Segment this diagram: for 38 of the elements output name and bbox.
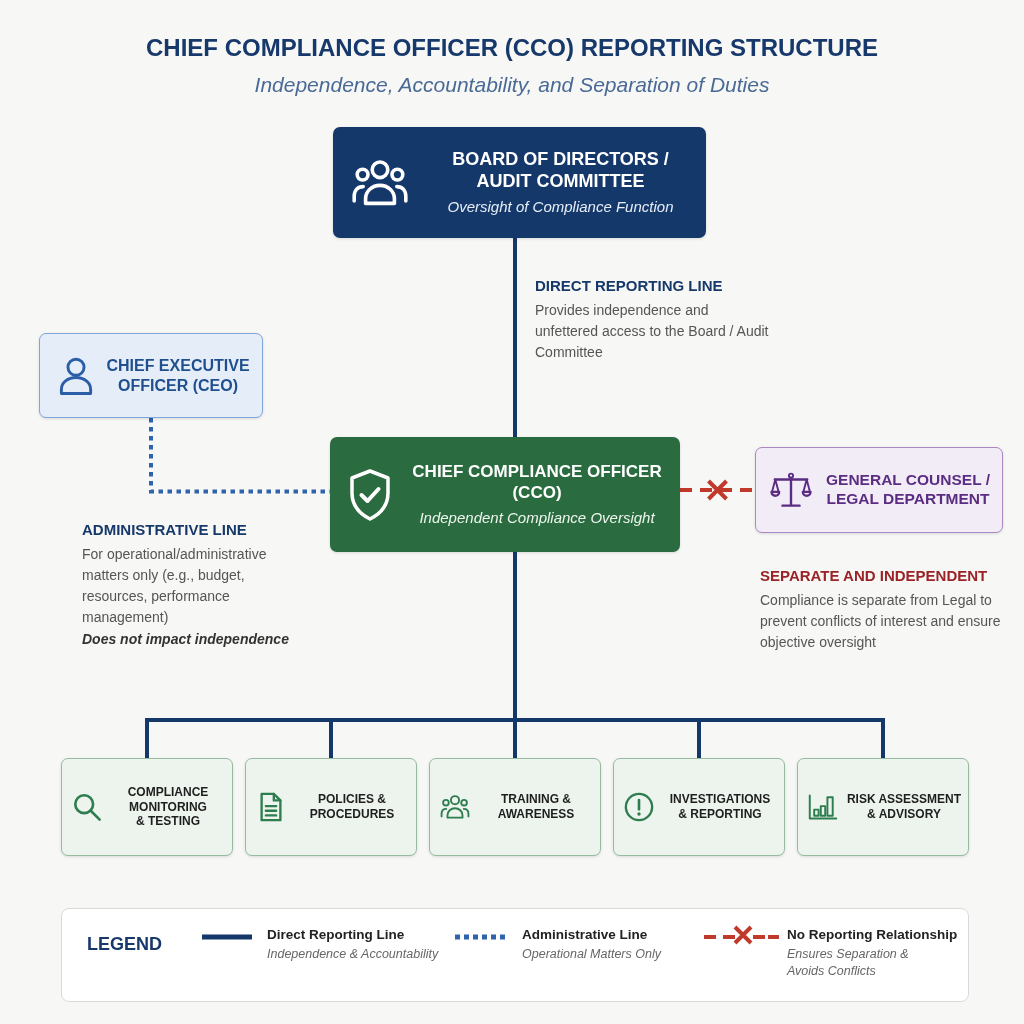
function-box bbox=[245, 758, 417, 856]
title: CHIEF COMPLIANCE OFFICER (CCO) REPORTING STRUCTURE bbox=[145, 34, 879, 62]
function-box bbox=[797, 758, 969, 856]
section-heading: ADMINISTRATIVE LINE bbox=[82, 520, 248, 539]
legend-label: No Reporting Relationship bbox=[787, 927, 958, 942]
org-unit-box bbox=[333, 127, 706, 238]
node-title: RISK ASSESSMENT & ADVISORY bbox=[845, 792, 963, 822]
dashed-connector bbox=[680, 488, 755, 492]
node-title: TRAINING & AWARENESS bbox=[496, 792, 576, 822]
subtitle: Independence, Accountability, and Separation of Duties bbox=[253, 72, 771, 98]
note-text: Does not impact independence bbox=[82, 630, 290, 648]
legend-description: Operational Matters Only bbox=[522, 946, 663, 962]
node-title: CHIEF COMPLIANCE OFFICER (CCO) bbox=[411, 462, 663, 504]
function-box bbox=[613, 758, 785, 856]
function-box bbox=[429, 758, 601, 856]
node-subtitle: Oversight of Compliance Function bbox=[447, 197, 674, 217]
legend-heading: LEGEND bbox=[87, 933, 163, 956]
org-unit-box bbox=[330, 437, 680, 552]
legend-description: Ensures Separation & Avoids Conflicts bbox=[787, 946, 910, 980]
node-title: INVESTIGATIONS & REPORTING bbox=[668, 792, 772, 822]
section-heading: SEPARATE AND INDEPENDENT bbox=[760, 566, 989, 585]
node-title: POLICIES & PROCEDURES bbox=[308, 792, 396, 822]
org-unit-box bbox=[39, 333, 263, 418]
node-title: BOARD OF DIRECTORS / AUDIT COMMITTEE bbox=[451, 148, 670, 193]
function-box bbox=[61, 758, 233, 856]
description-text: Compliance is separate from Legal to prevent conflicts of interest and ensure objective oversight bbox=[760, 591, 1002, 652]
legend-label: Administrative Line bbox=[522, 927, 648, 942]
description-text: Provides independence and unfettered access to the Board / Audit Committee bbox=[535, 301, 770, 362]
node-title: GENERAL COUNSEL / LEGAL DEPARTMENT bbox=[825, 471, 991, 509]
connector-line bbox=[513, 238, 517, 437]
legend-label: Direct Reporting Line bbox=[267, 927, 405, 942]
section-heading: DIRECT REPORTING LINE bbox=[535, 276, 724, 295]
description-text: For operational/administrative matters only (e.g., budget, resources, performance management) bbox=[82, 545, 268, 627]
node-subtitle: Independent Compliance Oversight bbox=[419, 508, 655, 527]
node-title: CHIEF EXECUTIVE OFFICER (CEO) bbox=[105, 356, 251, 395]
legend-description: Independence & Accountability bbox=[267, 946, 440, 962]
node-title: COMPLIANCE MONITORING & TESTING bbox=[126, 785, 210, 829]
org-unit-box bbox=[755, 447, 1003, 533]
